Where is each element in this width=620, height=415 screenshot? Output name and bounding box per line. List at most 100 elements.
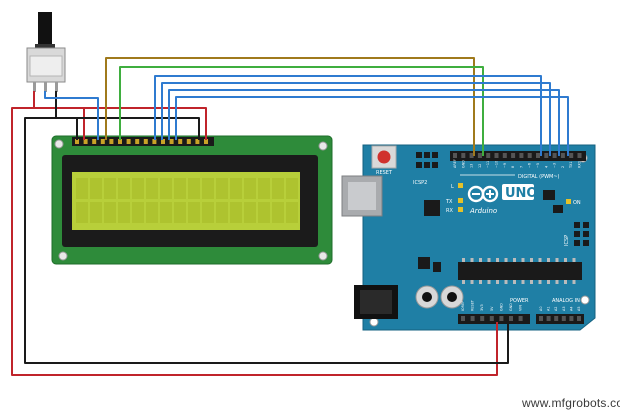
dc-jack-inner [360,290,392,314]
on-label: ON [573,200,581,206]
lcd-char-cell [76,202,88,223]
icsp2-pin [424,152,430,158]
lcd-char-cell [132,178,144,199]
usb-port-inner [348,182,376,210]
digital-pin-sockets [453,153,582,158]
analog-pin-socket [569,316,574,321]
chip-leg [521,280,525,284]
lcd-char-cell [188,178,200,199]
lcd-char-cell [174,202,186,223]
lcd-char-cell [216,202,228,223]
chip-leg [513,280,516,284]
potentiometer-pin [44,82,47,92]
lcd-header-pin [92,139,97,144]
lcd-char-cell [104,202,116,223]
analog-pin-socket [546,316,551,321]
power-pin-socket [480,316,485,321]
power-pin-socket [518,316,523,321]
analog-header [536,314,584,324]
capacitor-top [447,292,457,302]
lcd-char-cell [132,202,144,223]
chip-leg [572,258,576,262]
wire-blue-d4 [154,75,542,156]
power-label: POWER [510,298,529,304]
lcd-header-pin [186,139,191,144]
analog-pin-socket [577,316,581,321]
lcd-char-cell [104,178,116,199]
led-on [566,199,571,204]
chip-leg [487,280,491,284]
lcd-char-cell [146,178,158,199]
lcd-module [51,135,333,265]
digital-pin-label: 2 [561,166,565,168]
atmega-legs [462,258,576,284]
lcd-char-cell [244,202,256,223]
digital-pin-label: 4 [544,166,548,168]
chip-leg [547,280,550,284]
icsp2-pin [416,152,422,158]
mount-hole [369,317,379,327]
digital-pin-socket [486,153,491,158]
power-pin-label: GND [499,303,503,311]
lcd-char-cell [272,202,284,223]
digital-pin-label: ~5 [536,163,540,168]
power-pin-label: VIN [519,305,523,311]
usb-interface-chip [424,200,440,216]
lcd-mount-hole [318,251,328,261]
chip-leg [538,258,542,262]
chip-leg [479,280,482,284]
potentiometer[interactable] [26,12,66,92]
chip-leg [462,258,465,262]
lcd-header-strip [72,137,214,146]
wire-black-gnd [24,91,509,364]
analog-in-label: ANALOG IN [552,298,580,304]
icsp2-pin [416,162,422,168]
icsp2-pin [424,162,430,168]
rx-label: RX [446,208,453,214]
digital-pin-label: ~6 [528,163,532,168]
potentiometer-collar [35,44,55,50]
chip-leg [564,258,567,262]
lcd-char-cell [244,178,256,199]
lcd-char-cell [230,202,242,223]
chip-leg [555,280,559,284]
power-pin-label: IOREF [461,301,465,311]
chip-leg [487,258,491,262]
power-pin-label: GND [509,303,513,311]
digital-pin-label: AREF [453,159,457,168]
lcd-header-pin [178,139,183,144]
digital-pin-socket [544,153,549,158]
power-pin-label: 5V [490,306,494,311]
lcd-header-pin [135,139,140,144]
voltage-regulator-tab [433,262,441,272]
lcd-char-cell [258,178,270,199]
lcd-header-pin [100,139,105,144]
led-tx [458,198,463,203]
reset-button-cap[interactable] [377,150,391,164]
watermark-text: www.mfgrobots.com [522,396,620,410]
power-pin-socket [461,316,465,321]
power-pin-socket [499,316,504,321]
digital-pin-socket [477,153,482,158]
uno-badge: UNO [502,184,538,201]
lcd-char-cell [160,202,172,223]
digital-pin-socket [536,153,540,158]
wire-blue-d5 [161,82,551,156]
digital-pin-socket [527,153,532,158]
digital-pin-label: 7 [519,166,523,168]
wire-brown-rs [105,57,475,156]
lcd-char-cell [76,178,88,199]
lcd-char-cell [258,202,270,223]
potentiometer-face [29,55,63,77]
digital-pin-label: GND [461,160,465,168]
lcd-char-cell [202,202,214,223]
digital-pin-socket [511,153,516,158]
analog-pin-label: A3 [562,307,566,311]
small-chip [543,190,555,200]
analog-pin-label: A5 [577,307,581,311]
lcd-header-pin [161,139,165,144]
icsp2-label: ICSP2 [413,180,427,186]
